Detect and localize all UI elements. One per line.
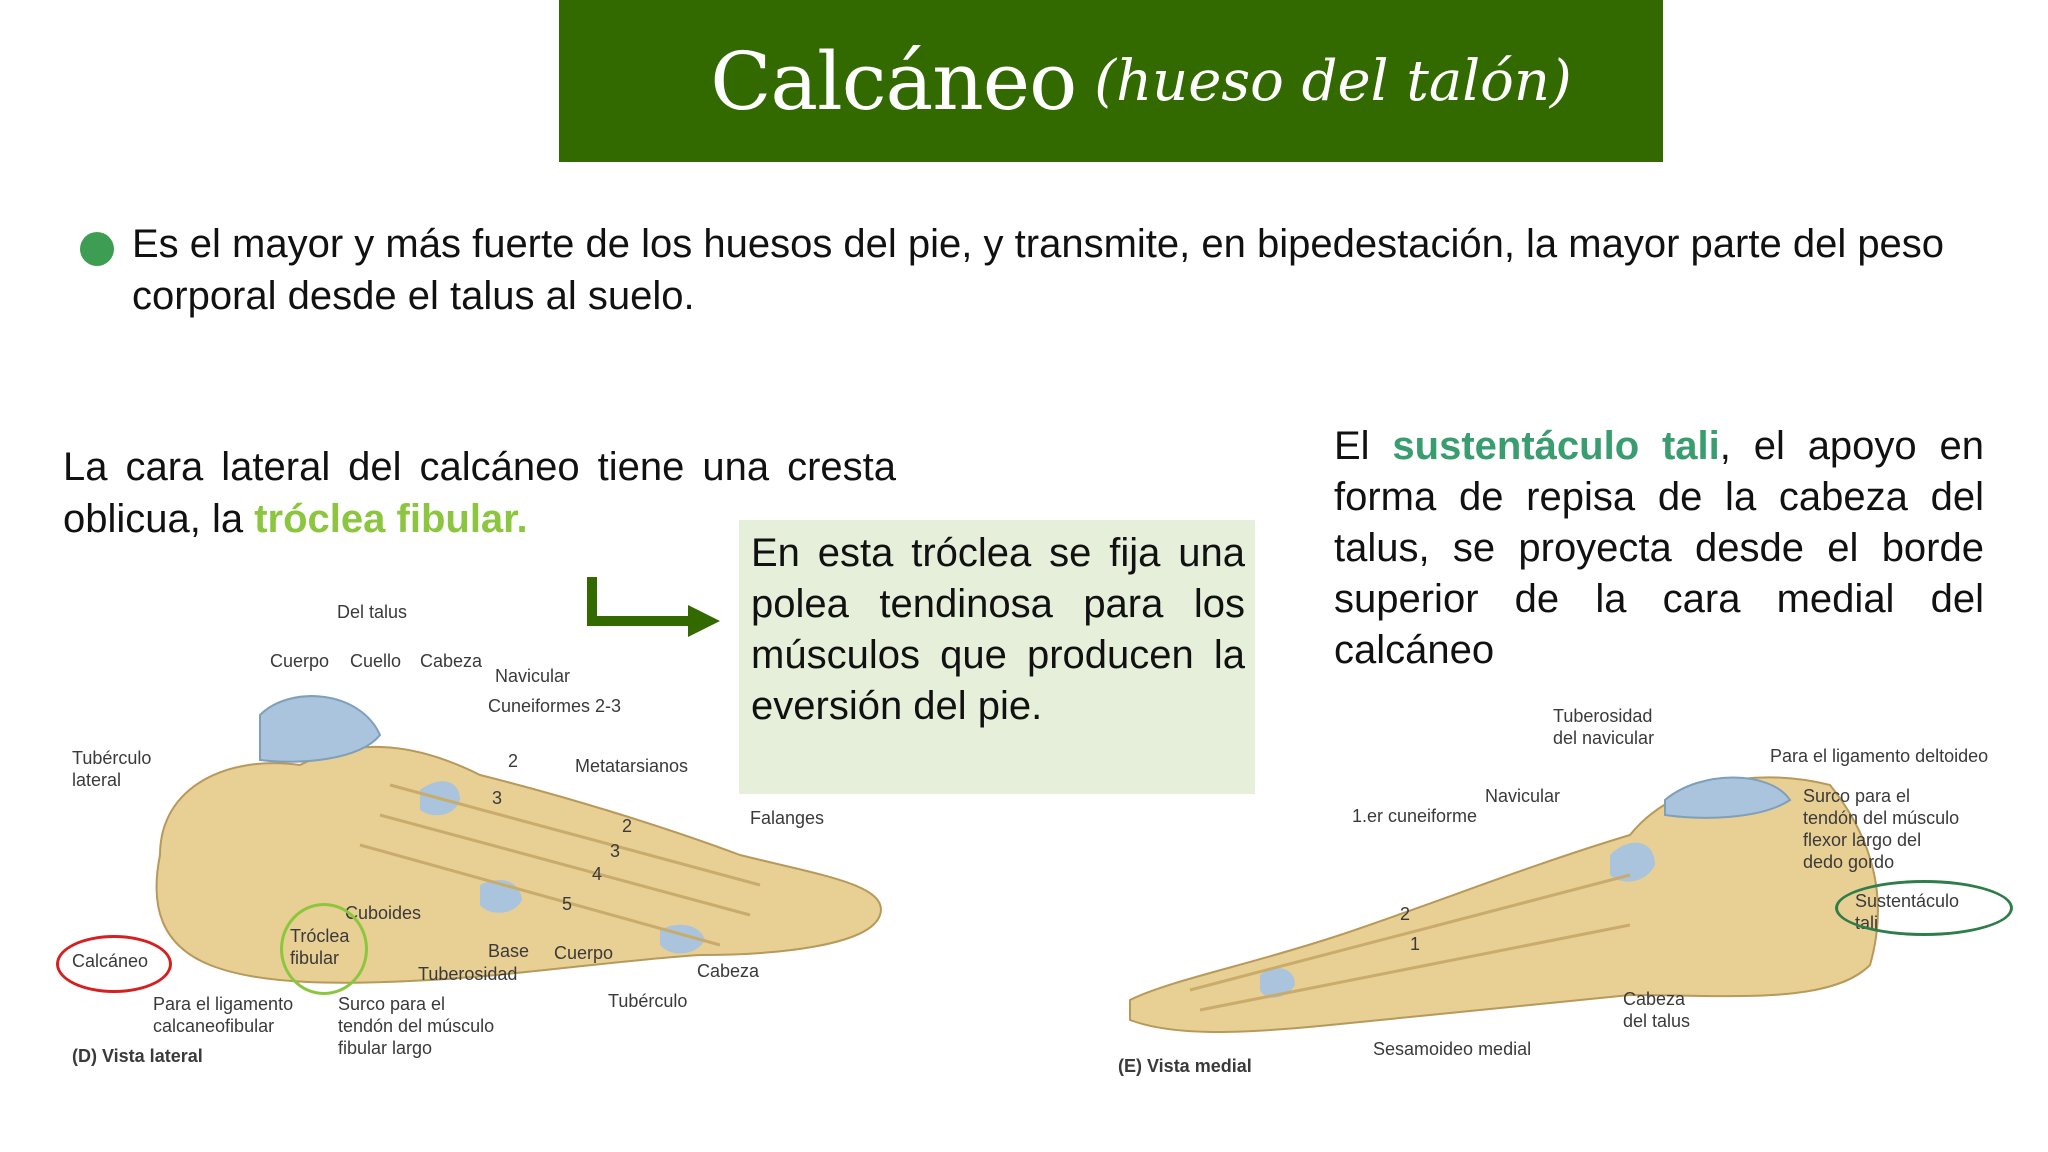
caption-medial: (E) Vista medial <box>1118 1056 1252 1076</box>
label-navicular: Navicular <box>495 666 571 686</box>
slide-subtitle: (hueso del talón) <box>1094 48 1572 114</box>
medial-view-figure: Tuberosidad del navicular Para el ligame… <box>1110 705 2025 1085</box>
bullet-dot-icon <box>80 232 114 266</box>
calcaneo-highlight-ring <box>56 935 172 993</box>
label-para-ligamento: Para el ligamento calcaneofibular <box>153 994 294 1036</box>
arrow-right-icon <box>587 577 720 637</box>
label-tuberosidad-navicular: Tuberosidad del navicular <box>1553 706 1655 748</box>
label-sesamoideo: Sesamoideo medial <box>1373 1039 1532 1059</box>
label-num-3: 3 <box>492 788 503 808</box>
label-medial-num-2: 2 <box>1400 904 1411 924</box>
label-surco-flexor: Surco para el tendón del músculo flexor … <box>1803 786 1960 872</box>
label-cuneiformes: Cuneiformes 2-3 <box>488 696 622 716</box>
caption-lateral: (D) Vista lateral <box>72 1046 203 1066</box>
title-banner: Calcáneo (hueso del talón) <box>559 0 1663 162</box>
label-meta-3: 3 <box>610 841 621 861</box>
sustentaculo-highlight: sustentáculo tali <box>1392 424 1720 468</box>
label-cuboides: Cuboides <box>345 903 422 923</box>
label-ligamento-deltoideo: Para el ligamento deltoideo <box>1770 746 1989 766</box>
label-base: Base <box>488 941 530 961</box>
label-cuerpo-metatarsiano: Cuerpo <box>554 943 614 963</box>
label-cuerpo: Cuerpo <box>270 651 330 671</box>
medial-description-before: El <box>1334 424 1393 468</box>
label-del-talus: Del talus <box>337 602 408 622</box>
lateral-description: La cara lateral del calcáneo tiene una c… <box>63 441 896 545</box>
label-tuberculo: Tubérculo <box>608 991 688 1011</box>
label-tuberculo-lateral: Tubérculo lateral <box>72 748 152 790</box>
label-cuneiforme: 1.er cuneiforme <box>1352 806 1478 826</box>
label-cabeza-metatarsiano: Cabeza <box>697 961 760 981</box>
label-tuberosidad: Tuberosidad <box>418 964 518 984</box>
medial-description-after: , el apoyo en forma de repisa de la cabe… <box>1334 424 1985 672</box>
note-box: En esta tróclea se fija una polea tendin… <box>739 520 1255 794</box>
label-cuello: Cuello <box>350 651 402 671</box>
bullet-text: Es el mayor y más fuerte de los huesos d… <box>132 222 1945 318</box>
label-surco-fibular: Surco para el tendón del músculo fibular… <box>338 994 495 1058</box>
label-navicular-medial: Navicular <box>1485 786 1561 806</box>
troclea-highlight-ring <box>280 903 368 995</box>
medial-foot-illustration <box>1129 776 1879 1033</box>
label-num-5: 5 <box>562 894 573 914</box>
label-cabeza: Cabeza <box>420 651 483 671</box>
label-falanges: Falanges <box>750 808 825 828</box>
medial-description: El sustentáculo tali, el apoyo en forma … <box>1334 421 1984 676</box>
sustentaculo-highlight-ring <box>1835 880 2013 936</box>
label-num-4: 4 <box>592 864 603 884</box>
label-meta-2: 2 <box>622 816 633 836</box>
lateral-view-figure: Del talus Cuerpo Cuello Cabeza Navicular… <box>56 585 890 1075</box>
label-medial-num-1: 1 <box>1410 934 1421 954</box>
label-metatarsianos: Metatarsianos <box>575 756 689 776</box>
troclea-highlight: tróclea fibular. <box>254 497 528 541</box>
slide-title: Calcáneo <box>710 34 1077 128</box>
label-cabeza-talus: Cabeza del talus <box>1623 989 1691 1031</box>
label-num-2: 2 <box>508 751 519 771</box>
lateral-description-text: La cara lateral del calcáneo tiene una c… <box>63 445 896 541</box>
